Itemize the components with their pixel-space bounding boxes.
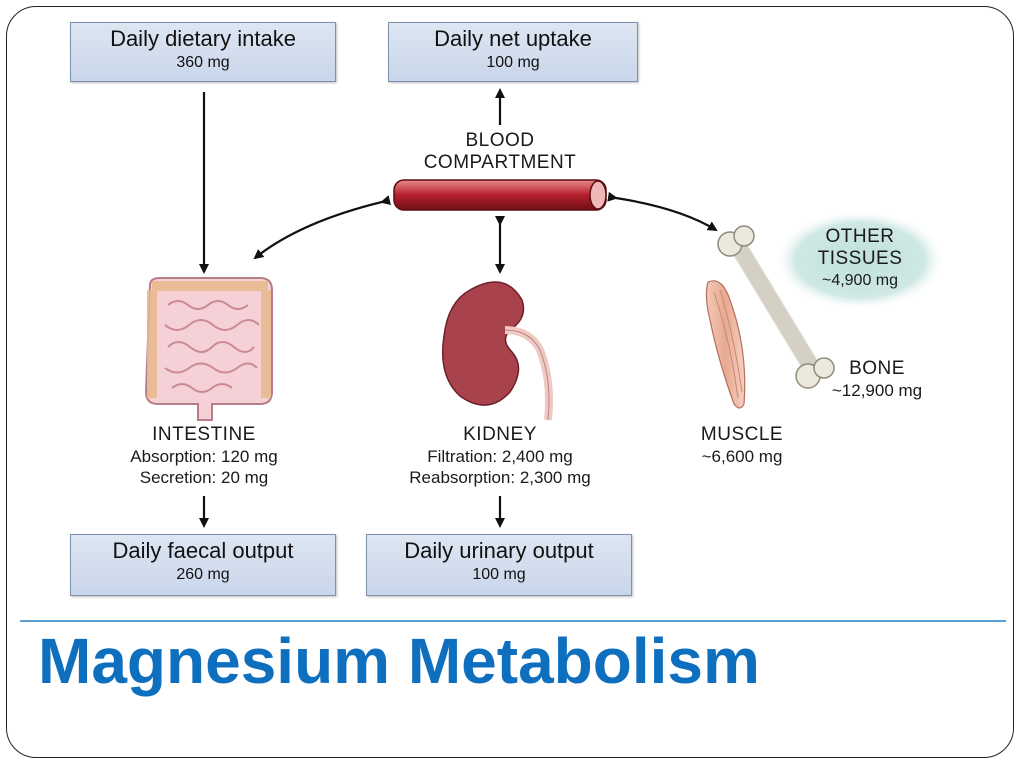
arrows [199,88,718,528]
kidney-name: KIDNEY [463,424,537,445]
blood-label-line1: BLOOD [465,130,535,151]
other-tissues-glow [774,210,946,310]
daily-dietary-intake-label: Daily dietary intake [110,26,296,51]
kidney-label: KIDNEY Filtration: 2,400 mg Reabsorption… [370,424,630,488]
other-tissues-line1: OTHER [825,226,895,247]
daily-faecal-output-value: 260 mg [176,566,230,583]
slide-title: Magnesium Metabolism [38,625,760,697]
other-tissues-line2: TISSUES [817,248,903,269]
blood-compartment-label: BLOOD COMPARTMENT [380,130,620,174]
daily-net-uptake-value: 100 mg [486,54,540,71]
daily-urinary-output-box: Daily urinary output 100 mg [366,534,632,596]
daily-net-uptake-label: Daily net uptake [434,26,592,51]
daily-urinary-output-label: Daily urinary output [404,538,594,563]
daily-faecal-output-label: Daily faecal output [112,538,294,563]
kidney-illustration [441,281,553,421]
daily-net-uptake-box: Daily net uptake 100 mg [388,22,638,82]
title-divider [20,620,1006,622]
muscle-name: MUSCLE [700,424,784,445]
intestine-name: INTESTINE [152,424,256,445]
bone-label: BONE ~12,900 mg [812,358,942,401]
muscle-illustration [705,280,746,409]
daily-faecal-output-box: Daily faecal output 260 mg [70,534,336,596]
intestine-illustration [144,277,273,421]
intestine-absorption: Absorption: 120 mg [130,447,278,466]
blood-label-line2: COMPARTMENT [423,152,577,173]
other-tissues-label: OTHER TISSUES ~4,900 mg [790,226,930,291]
intestine-label: INTESTINE Absorption: 120 mg Secretion: … [84,424,324,488]
bone-name: BONE [849,358,905,379]
blood-vessel [393,179,607,211]
daily-urinary-output-value: 100 mg [472,566,526,583]
bone-illustration [717,225,835,389]
arrow-blood-muscle-bone [607,191,718,232]
muscle-value: ~6,600 mg [701,447,783,466]
intestine-secretion: Secretion: 20 mg [139,468,269,487]
muscle-label: MUSCLE ~6,600 mg [672,424,812,467]
arrow-blood-intestine [253,195,391,260]
bone-value: ~12,900 mg [831,381,923,400]
daily-dietary-intake-value: 360 mg [176,54,230,71]
other-tissues-value: ~4,900 mg [821,272,899,289]
kidney-filtration: Filtration: 2,400 mg [427,447,573,466]
kidney-reabsorption: Reabsorption: 2,300 mg [409,468,591,487]
daily-dietary-intake-box: Daily dietary intake 360 mg [70,22,336,82]
